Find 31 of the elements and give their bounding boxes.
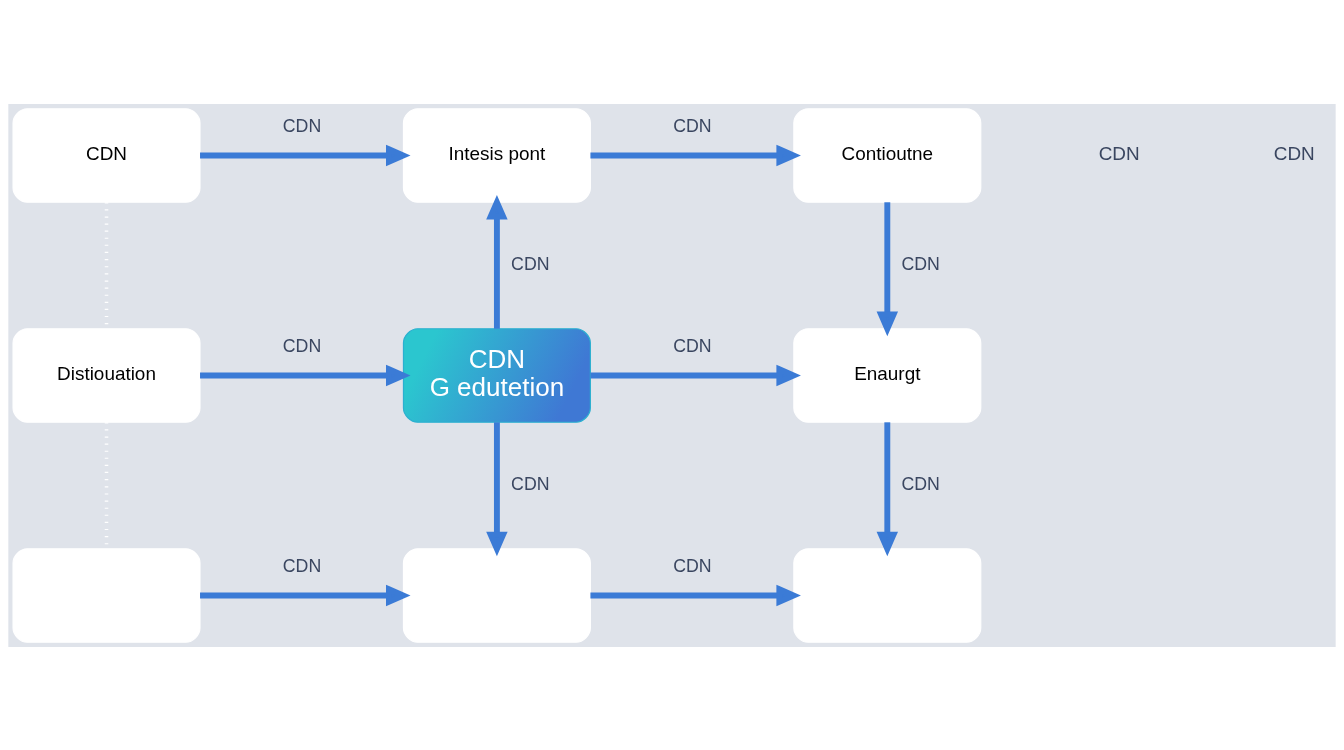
edge-label: CDN bbox=[673, 115, 712, 136]
arrow bbox=[590, 364, 801, 386]
node-box bbox=[12, 547, 201, 643]
edge-label: CDN bbox=[673, 335, 712, 356]
arrow bbox=[486, 194, 508, 329]
edge-label: CDN bbox=[673, 555, 712, 576]
node-box: Enaurgt bbox=[793, 327, 982, 423]
edge-label: CDN bbox=[901, 473, 940, 494]
label: CDN bbox=[1273, 142, 1315, 164]
arrow bbox=[486, 421, 508, 556]
arrow bbox=[590, 584, 801, 606]
arrow bbox=[876, 421, 899, 556]
node-box: CDN bbox=[12, 107, 201, 203]
arrow bbox=[200, 364, 411, 386]
arrow bbox=[200, 144, 411, 166]
node-box bbox=[402, 547, 591, 643]
node-box bbox=[793, 547, 982, 643]
edge-label: CDN bbox=[282, 115, 322, 136]
arrow bbox=[876, 201, 899, 336]
edge-label: CDN bbox=[511, 253, 550, 274]
node-box: Contioutne bbox=[793, 107, 982, 203]
label: CDN bbox=[1098, 142, 1140, 164]
edge-label: CDN bbox=[282, 555, 322, 576]
edge-label: CDN bbox=[282, 335, 322, 356]
arrow bbox=[590, 144, 801, 166]
node-box: CDN G edutetion bbox=[402, 327, 591, 423]
arrow bbox=[200, 584, 411, 606]
edge-label: CDN bbox=[511, 473, 550, 494]
node-box: Distiouation bbox=[12, 327, 201, 423]
edge-label: CDN bbox=[901, 253, 940, 274]
node-box: Intesis pont bbox=[402, 107, 591, 203]
